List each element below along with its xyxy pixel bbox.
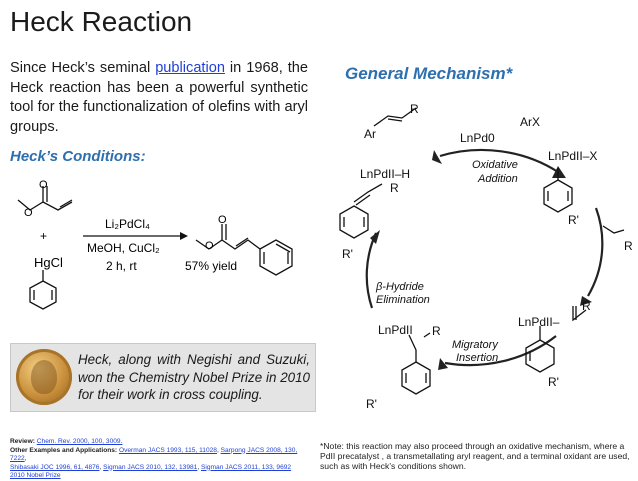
time-label: 2 h, rt [106,259,137,273]
review-label: Review: [10,438,35,445]
mechanism-note: *Note: this reaction may also proceed th… [320,441,630,471]
nobel-prize-link[interactable]: 2010 Nobel Prize [10,472,61,479]
aryl-r-prime-label: R' [568,213,579,227]
arx-label: ArX [520,115,540,129]
hydride-r-prime-label: R' [342,247,353,261]
review-link[interactable]: Chem. Rev. 2000, 100, 3009. [36,438,123,445]
ester-o-label: O [39,179,48,191]
nobel-callout: Heck, along with Negishi and Suzuki, won… [10,343,316,412]
insertion-label: Insertion [456,352,498,364]
intro-paragraph: Since Heck’s seminal publication in 1968… [10,59,308,137]
plus-sign: + [40,229,47,243]
product-o-label: O [218,214,227,226]
yield-label: 57% yield [185,259,237,273]
elimination-label: Elimination [376,294,430,306]
pi-r-label: R [582,299,591,313]
insertion-lnpd-label: LnPdII [378,323,413,337]
ref-link-2[interactable]: Sarpong JACS 2008, 130, 7222 [10,446,298,463]
publication-link[interactable]: publication [155,60,225,76]
ref-link-3[interactable]: Shibasaki JOC 1996, 61, 4876 [10,463,100,471]
ester-o2-label: O [24,207,33,219]
nobel-medal-icon [16,349,72,405]
product-o2-label: O [205,240,214,252]
insertion-r-prime-label: R' [366,397,377,411]
pi-lnpd-label: LnPdII– [518,315,560,329]
heck-conditions-scheme: O O + HgCl Li₂PdCl₄ MeOH, CuCl₂ 2 h, rt … [17,179,293,310]
lnpd-x-label: LnPdII–X [548,149,597,163]
intro-text: Since Heck’s seminal [10,60,156,76]
other-label: Other Examples and Applications: [10,446,118,454]
intro-text-rest: in 1968, the Heck reaction has been a po… [10,60,308,135]
pi-r-prime-label: R' [548,375,559,389]
catalyst-label: Li₂PdCl₄ [105,217,150,231]
references: Review: Chem. Rev. 2000, 100, 3009. Othe… [10,438,298,479]
addition-label: Addition [477,173,518,185]
catalytic-cycle-diagram: R Ar ArX LnPd0 Oxidative Addition LnPdII… [339,102,633,411]
solvent-label: MeOH, CuCl₂ [87,241,160,255]
olefin-r-label: R [624,239,633,253]
lnpd-h-label: LnPdII–H [360,167,410,181]
page-title: Heck Reaction [10,6,193,37]
beta-hydride-label: β-Hydride [375,281,424,293]
mechanism-title: General Mechanism* [345,64,513,83]
insertion-r-label: R [432,324,441,338]
migratory-label: Migratory [452,339,499,351]
hydride-r-label: R [390,181,399,195]
ref-link-4[interactable]: Sigman JACS 2010, 132, 13981 [103,463,198,471]
nobel-text: Heck, along with Negishi and Suzuki, won… [78,352,310,402]
oxidative-label: Oxidative [472,159,518,171]
ref-link-5[interactable]: Sigman JACS 2011, 133, 9692 [201,463,292,471]
lnpd0-label: LnPd0 [460,131,495,145]
conditions-heading: Heck’s Conditions: [10,148,146,165]
ref-link-1[interactable]: Overman JACS 1993, 115, 11028 [118,446,217,454]
product-r-label: R [410,102,419,116]
hgcl-label: HgCl [34,255,63,270]
product-ar-label: Ar [364,127,376,141]
